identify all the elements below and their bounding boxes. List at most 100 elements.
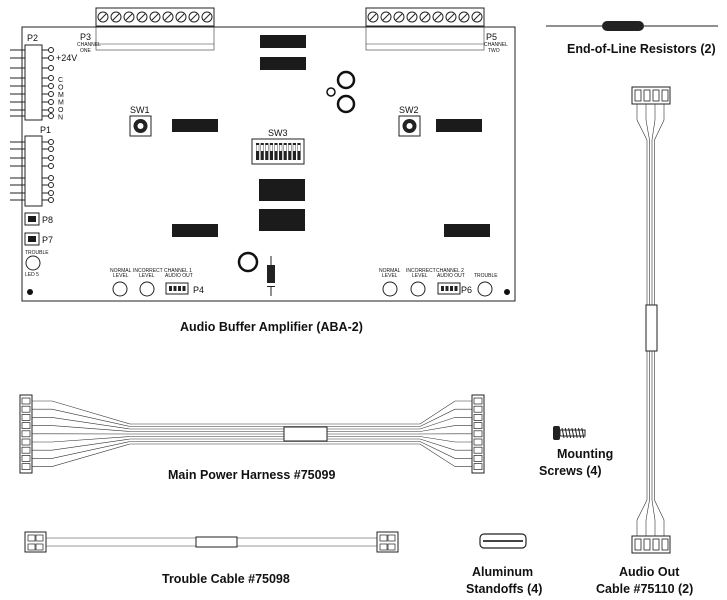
screws-caption-2: Screws (4) <box>539 464 602 478</box>
p7-label: P7 <box>42 235 53 245</box>
screw-slot <box>382 13 390 21</box>
trouble-led-right <box>477 281 493 297</box>
aluminum-standoff <box>479 533 527 549</box>
trouble-right-label: TROUBLE <box>474 273 498 279</box>
ic-chips <box>172 35 490 237</box>
screw-slot <box>421 13 429 21</box>
harness-terminal <box>21 463 31 470</box>
incorrect-level-label-1: INCORRECT <box>133 268 163 274</box>
connector-pin <box>169 286 172 291</box>
cable-terminal <box>661 89 669 102</box>
harness-wire <box>32 425 472 432</box>
cable-terminal <box>643 89 651 102</box>
trouble-led-left <box>25 255 41 271</box>
cable-terminal <box>652 89 660 102</box>
harness-terminal <box>21 446 31 454</box>
harness-wire <box>32 436 472 443</box>
dip-lever-knob <box>297 145 301 151</box>
trouble-left-label: TROUBLE <box>25 250 49 256</box>
cable-terminal <box>634 89 642 102</box>
connector-pin <box>178 286 181 291</box>
dip-lever <box>269 143 273 160</box>
harness-terminal <box>21 438 31 446</box>
ch1-audio-label-1: CHANNEL 1 <box>164 268 192 274</box>
capacitor <box>237 251 259 273</box>
harness-wire <box>32 417 472 430</box>
normal-level-label-4: LEVEL <box>382 273 398 279</box>
screw-thread <box>564 427 568 439</box>
ch2-audio-label-2: AUDIO OUT <box>437 273 465 279</box>
dip-lever <box>260 143 264 160</box>
p4-connector <box>165 282 189 295</box>
screw-slot <box>99 13 107 21</box>
screw-slot <box>138 13 146 21</box>
incorrect-level-label-4: LEVEL <box>412 273 428 279</box>
p3-label: P3 <box>80 32 91 42</box>
p8-label: P8 <box>42 215 53 225</box>
screw-slot <box>151 13 159 21</box>
connector-pin <box>454 286 458 291</box>
connector-pin <box>441 286 444 291</box>
screw-slot <box>434 13 442 21</box>
harness-terminal <box>21 422 31 429</box>
dip-lever-knob <box>293 145 296 151</box>
p4-label: P4 <box>193 285 204 295</box>
mount-hole <box>27 289 33 295</box>
trouble-terminal <box>379 534 388 542</box>
trouble-terminal <box>387 543 396 551</box>
pin-pad <box>48 175 54 181</box>
mount-hole <box>504 289 510 295</box>
pin-pad <box>48 113 54 119</box>
trouble-terminal <box>27 534 36 542</box>
screw-slot <box>125 13 133 21</box>
harness-terminal <box>473 405 483 413</box>
trouble-cable <box>24 531 399 553</box>
normal-level-label-1: NORMAL <box>110 268 132 274</box>
p5-sub2: TWO <box>488 48 500 54</box>
harness-terminal <box>473 446 483 454</box>
p3-sub1: CHANNEL <box>77 42 101 48</box>
ch2-audio-label-1: CHANNEL 2 <box>436 268 464 274</box>
pin-pad <box>48 91 54 97</box>
screw-thread <box>581 427 585 439</box>
sw1-label: SW1 <box>130 105 150 115</box>
harness-terminal <box>21 414 31 421</box>
screw-thread <box>568 427 572 439</box>
sw2-rotary-switch <box>398 115 421 137</box>
harness-caption: Main Power Harness #75099 <box>168 468 335 482</box>
p2-header <box>10 44 54 121</box>
harness-terminal <box>473 455 483 462</box>
standoffs-caption-2: Standoffs (4) <box>466 582 542 596</box>
p1-label: P1 <box>40 125 51 135</box>
harness-terminal <box>473 414 483 421</box>
end-of-line-resistor <box>546 21 718 31</box>
screw-slot <box>112 13 120 21</box>
dip-lever-knob <box>256 145 259 151</box>
incorrect-level-label-3: INCORRECT <box>406 268 436 274</box>
p3-terminal-block <box>95 7 215 51</box>
screw-slot <box>369 13 377 21</box>
cable-terminal <box>643 538 651 551</box>
common-letter: N <box>58 115 63 122</box>
screw-slot <box>473 13 481 21</box>
harness-wire <box>32 408 472 427</box>
incorrect-level-led-1 <box>139 281 155 297</box>
aba-2-board: P3 CHANNEL ONE P5 CHANNEL TWO P2 +24V CO… <box>10 7 516 302</box>
dip-lever <box>279 143 283 160</box>
pin-pad <box>48 107 54 113</box>
screws-caption-1: Mounting <box>557 447 613 461</box>
pin-pad <box>48 55 54 61</box>
dip-lever-knob <box>261 145 264 151</box>
dip-lever-knob <box>288 145 291 151</box>
sw3-label: SW3 <box>268 128 288 138</box>
incorrect-level-label-2: LEVEL <box>139 273 155 279</box>
harness-terminal <box>473 438 483 446</box>
cable-terminal <box>661 538 669 551</box>
resistors-caption: End-of-Line Resistors (2) <box>567 42 716 56</box>
normal-level-label-3: NORMAL <box>379 268 401 274</box>
pin-pad <box>48 83 54 89</box>
audio-out-cable <box>631 86 671 554</box>
screw-slot <box>177 13 185 21</box>
